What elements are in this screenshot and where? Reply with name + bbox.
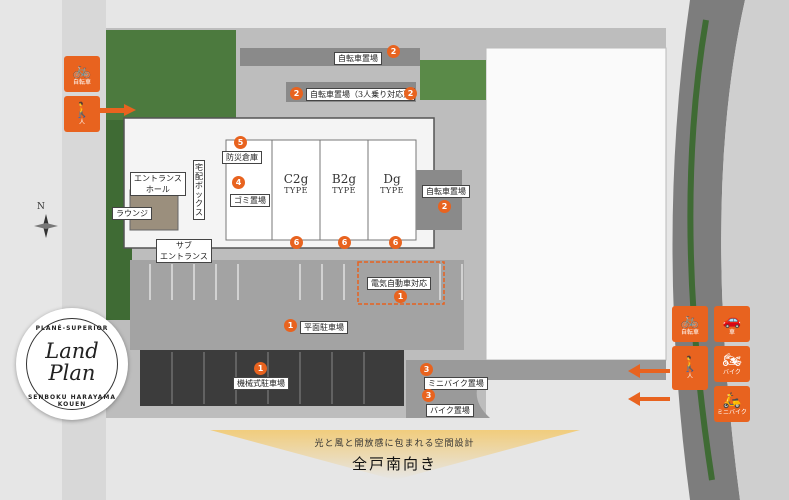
label-mech-parking: 機械式駐車場: [233, 377, 289, 390]
badge-bottom-text: SENBOKU HARAYAMA KOUEN: [27, 394, 116, 408]
marker-flat-parking: 1: [284, 319, 297, 332]
label-flat-parking: 平面駐車場: [300, 321, 348, 334]
compass-north-label: N: [37, 202, 45, 212]
marker-bike-mid-right: 2: [404, 87, 417, 100]
label-bike-mid: 自転車置場（3人乗り対応）: [306, 88, 416, 101]
scooter-icon: 🛵: [722, 390, 742, 409]
caption-line2: 全戸南向き: [351, 455, 437, 473]
legend-right-bicycle: 🚲 自転車: [672, 306, 708, 342]
marker-bike-mid-left: 2: [290, 87, 303, 100]
bicycle-icon: 🚲: [680, 310, 700, 329]
badge-top-text: PLANÉ-SUPERIOR: [35, 325, 109, 332]
marker-type-dg: 6: [389, 236, 402, 249]
legend-right-motorbike: 🏍 バイク: [714, 346, 750, 382]
marker-ev: 1: [394, 290, 407, 303]
marker-delivery: 4: [232, 176, 245, 189]
compass-north-icon: [34, 214, 58, 238]
marker-minibike: 3: [420, 363, 433, 376]
label-bike-right: 自転車置場: [422, 185, 470, 198]
marker-type-b2g: 6: [338, 236, 351, 249]
caption-glow: [210, 430, 580, 480]
badge-title-line1: Land: [45, 339, 99, 363]
ev-zone: [357, 261, 445, 305]
marker-bike-right: 2: [438, 200, 451, 213]
type-c2g: C2g TYPE: [283, 172, 309, 195]
label-garbage: ゴミ置場: [230, 194, 270, 207]
pedestrian-icon: 🚶: [72, 100, 92, 119]
label-entrance-hall: エントランス ホール: [130, 172, 186, 196]
label-bike-top: 自転車置場: [334, 52, 382, 65]
parking-lot: [130, 260, 464, 350]
marker-motorbike: 3: [422, 389, 435, 402]
marker-mech-parking: 1: [254, 362, 267, 375]
label-lounge: ラウンジ: [112, 207, 152, 220]
type-dg: Dg TYPE: [380, 172, 404, 195]
label-ev: 電気自動車対応: [367, 277, 431, 290]
bicycle-icon: 🚲: [72, 60, 92, 79]
type-b2g: B2g TYPE: [331, 172, 357, 195]
label-motorbike: バイク置場: [426, 404, 474, 417]
label-minibike: ミニバイク置場: [424, 377, 488, 390]
marker-bike-top: 2: [387, 45, 400, 58]
legend-left-bicycle: 🚲 自転車: [64, 56, 100, 92]
caption: 光と風と開放感に包まれる空間設計 全戸南向き: [0, 436, 789, 474]
land-plan-badge: PLANÉ-SUPERIOR Land Plan SENBOKU HARAYAM…: [16, 308, 128, 420]
green-area: [106, 30, 236, 120]
badge-title-line2: Plan: [48, 361, 96, 385]
legend-left-pedestrian: 🚶 人: [64, 96, 100, 132]
motorbike-icon: 🏍: [722, 350, 742, 369]
car-icon: 🚗: [722, 310, 742, 329]
pedestrian-icon: 🚶: [680, 354, 700, 373]
marker-type-c2g: 6: [290, 236, 303, 249]
legend-right-scooter: 🛵 ミニバイク: [714, 386, 750, 422]
legend-right-pedestrian: 🚶 人: [672, 346, 708, 390]
legend-right-car: 🚗 車: [714, 306, 750, 342]
label-delivery: 宅配ボックス: [193, 160, 205, 220]
caption-line1: 光と風と開放感に包まれる空間設計: [314, 439, 475, 449]
marker-disaster: 5: [234, 136, 247, 149]
label-sub-entrance: サブ エントランス: [156, 239, 212, 263]
label-disaster: 防災倉庫: [222, 151, 262, 164]
